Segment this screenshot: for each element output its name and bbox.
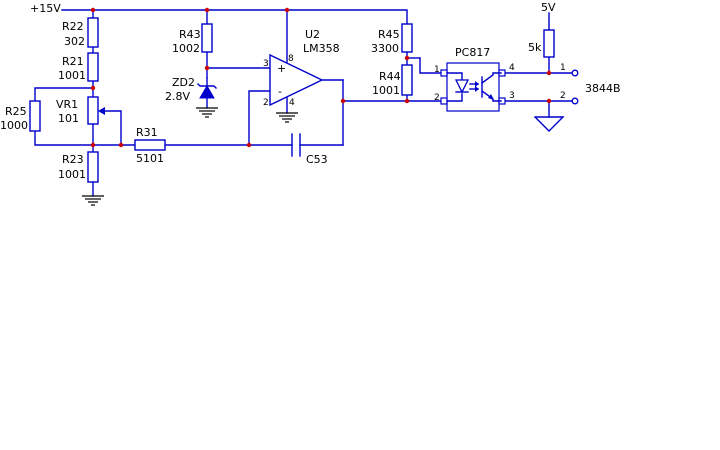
junction-dot (546, 70, 552, 76)
junction-dot (118, 142, 124, 148)
pc817-ref: PC817 (455, 46, 490, 59)
capacitor-c53 (291, 133, 301, 157)
junctions (90, 7, 552, 148)
r21-ref: R21 (62, 55, 84, 68)
ground-icon (276, 112, 298, 123)
r23-value: 1001 (58, 168, 86, 181)
vr1-ref: VR1 (56, 98, 78, 111)
r43-value: 1002 (172, 42, 200, 55)
connector-pin-1 (571, 69, 579, 77)
pc817-pin4: 4 (509, 63, 515, 73)
pin-square (440, 69, 448, 77)
r22-ref: R22 (62, 20, 84, 33)
r45-ref: R45 (378, 28, 400, 41)
connector-pin1-label: 1 (560, 63, 566, 73)
labels: +15V 5V R22 302 R21 1001 R25 1000 VR1 10… (0, 1, 621, 181)
junction-dot (90, 7, 96, 13)
r31-ref: R31 (136, 126, 158, 139)
u2-ref: U2 (305, 28, 320, 41)
junction-dot (404, 55, 410, 61)
ground-icon (196, 107, 218, 118)
zd2-ref: ZD2 (172, 76, 195, 89)
optocoupler-pc817 (440, 62, 506, 112)
junction-dot (90, 142, 96, 148)
u2-pin3: 3 (263, 59, 269, 69)
opamp-u2 (269, 53, 324, 107)
r25-value: 1000 (0, 119, 28, 132)
ground-icon (82, 181, 104, 206)
u2-pin4: 4 (289, 98, 295, 108)
wires (34, 9, 576, 153)
vr1-value: 101 (58, 112, 79, 125)
r22-value: 302 (64, 35, 85, 48)
u2-minus-sign: - (278, 85, 282, 98)
resistor-r22 (87, 17, 99, 48)
supply-15v-label: +15V (30, 2, 61, 15)
pc817-pin2: 2 (434, 93, 440, 103)
junction-dot (204, 7, 210, 13)
r44-ref: R44 (379, 70, 401, 83)
resistor-r23 (87, 151, 99, 183)
c53-ref: C53 (306, 153, 328, 166)
junction-dot (404, 98, 410, 104)
resistor-5k (543, 29, 555, 58)
resistor-r44 (401, 64, 413, 96)
r23-ref: R23 (62, 153, 84, 166)
u2-value: LM358 (303, 42, 340, 55)
resistor-r25 (29, 100, 41, 132)
connector-pin2-label: 2 (560, 91, 566, 101)
wiper-arrow-icon (98, 107, 105, 115)
r44-value: 1001 (372, 84, 400, 97)
pin-square (440, 97, 448, 105)
junction-dot (546, 98, 552, 104)
junction-dot (284, 7, 290, 13)
r31-value: 5101 (136, 152, 164, 165)
resistors (29, 17, 555, 183)
r21-value: 1001 (58, 69, 86, 82)
resistor-r31 (134, 139, 166, 151)
junction-dot (340, 98, 346, 104)
r45-value: 3300 (371, 42, 399, 55)
r43-ref: R43 (179, 28, 201, 41)
r25-ref: R25 (5, 105, 27, 118)
u2-pin2: 2 (263, 98, 269, 108)
pc817-pin3: 3 (509, 91, 515, 101)
pc817-pin1: 1 (434, 65, 440, 75)
junction-dot (204, 65, 210, 71)
supply-5v-label: 5V (541, 1, 556, 14)
connector-ref: 3844B (585, 82, 621, 95)
connector-pin-2 (571, 97, 579, 105)
ground-triangle-icon (534, 116, 565, 132)
zd2-value: 2.8V (165, 90, 190, 103)
junction-dot (246, 142, 252, 148)
u2-plus-sign: + (277, 62, 286, 75)
junction-dot (90, 85, 96, 91)
resistor-r43 (201, 23, 213, 53)
zener-diode-zd2 (197, 77, 217, 99)
potentiometer-vr1 (87, 96, 99, 125)
r5k-value: 5k (528, 41, 542, 54)
resistor-r21 (87, 52, 99, 82)
resistor-r45 (401, 23, 413, 53)
u2-pin8: 8 (288, 54, 294, 64)
